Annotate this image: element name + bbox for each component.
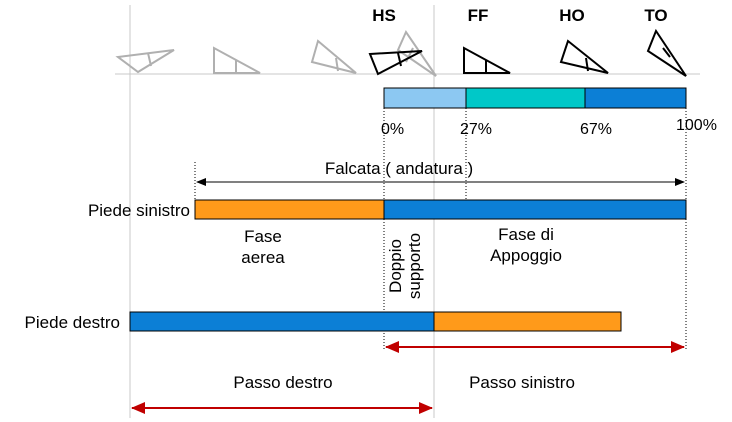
dotted-guides — [194, 108, 687, 350]
left-step-label: Passo sinistro — [469, 373, 575, 392]
foot-ho-icon — [559, 39, 609, 74]
ghost-foot-1-icon — [115, 49, 175, 74]
ghost-foot-3-icon — [310, 39, 357, 74]
text-line: Fase di — [498, 225, 554, 244]
foot-hs-icon — [368, 50, 423, 76]
ghost-foot-2-icon — [213, 46, 261, 74]
left-foot-label: Piede sinistro — [88, 201, 190, 220]
segment-hs-ff — [383, 87, 467, 109]
foot-ff-icon — [463, 46, 511, 74]
phase-label-to: TO — [644, 6, 667, 25]
left-foot-stance-label: Fase di Appoggio — [490, 225, 562, 265]
phase-feet — [368, 28, 687, 77]
percent-label-100: 100% — [676, 117, 717, 134]
segment-ho-to — [584, 87, 687, 109]
right-foot-swing-bar — [433, 311, 622, 332]
percent-label-27: 27% — [460, 121, 492, 138]
left-foot-swing-bar — [194, 199, 385, 220]
text-line: aerea — [241, 248, 285, 267]
foot-to-icon — [646, 28, 687, 77]
right-foot-stance-bar — [129, 311, 435, 332]
right-step-label: Passo destro — [233, 373, 332, 392]
phase-label-hs: HS — [372, 6, 396, 25]
double-support-label: Doppiosupporto — [386, 233, 424, 299]
phase-label-ff: FF — [468, 6, 489, 25]
text-line: Appoggio — [490, 246, 562, 265]
text-line: Fase — [244, 227, 282, 246]
percent-label-0: 0% — [381, 121, 404, 138]
phase-label-ho: HO — [559, 6, 585, 25]
text-line: supporto — [405, 233, 424, 299]
left-foot-aerial-label: Fase aerea — [241, 227, 285, 267]
right-foot-label: Piede destro — [25, 313, 120, 332]
left-foot-stance-bar — [383, 199, 687, 220]
stride-label: Falcata ( andatura ) — [325, 159, 473, 178]
percent-label-67: 67% — [580, 121, 612, 138]
segment-ff-ho — [465, 87, 586, 109]
stance-subphase-bar — [383, 87, 687, 109]
text-line: Doppio — [386, 239, 405, 293]
